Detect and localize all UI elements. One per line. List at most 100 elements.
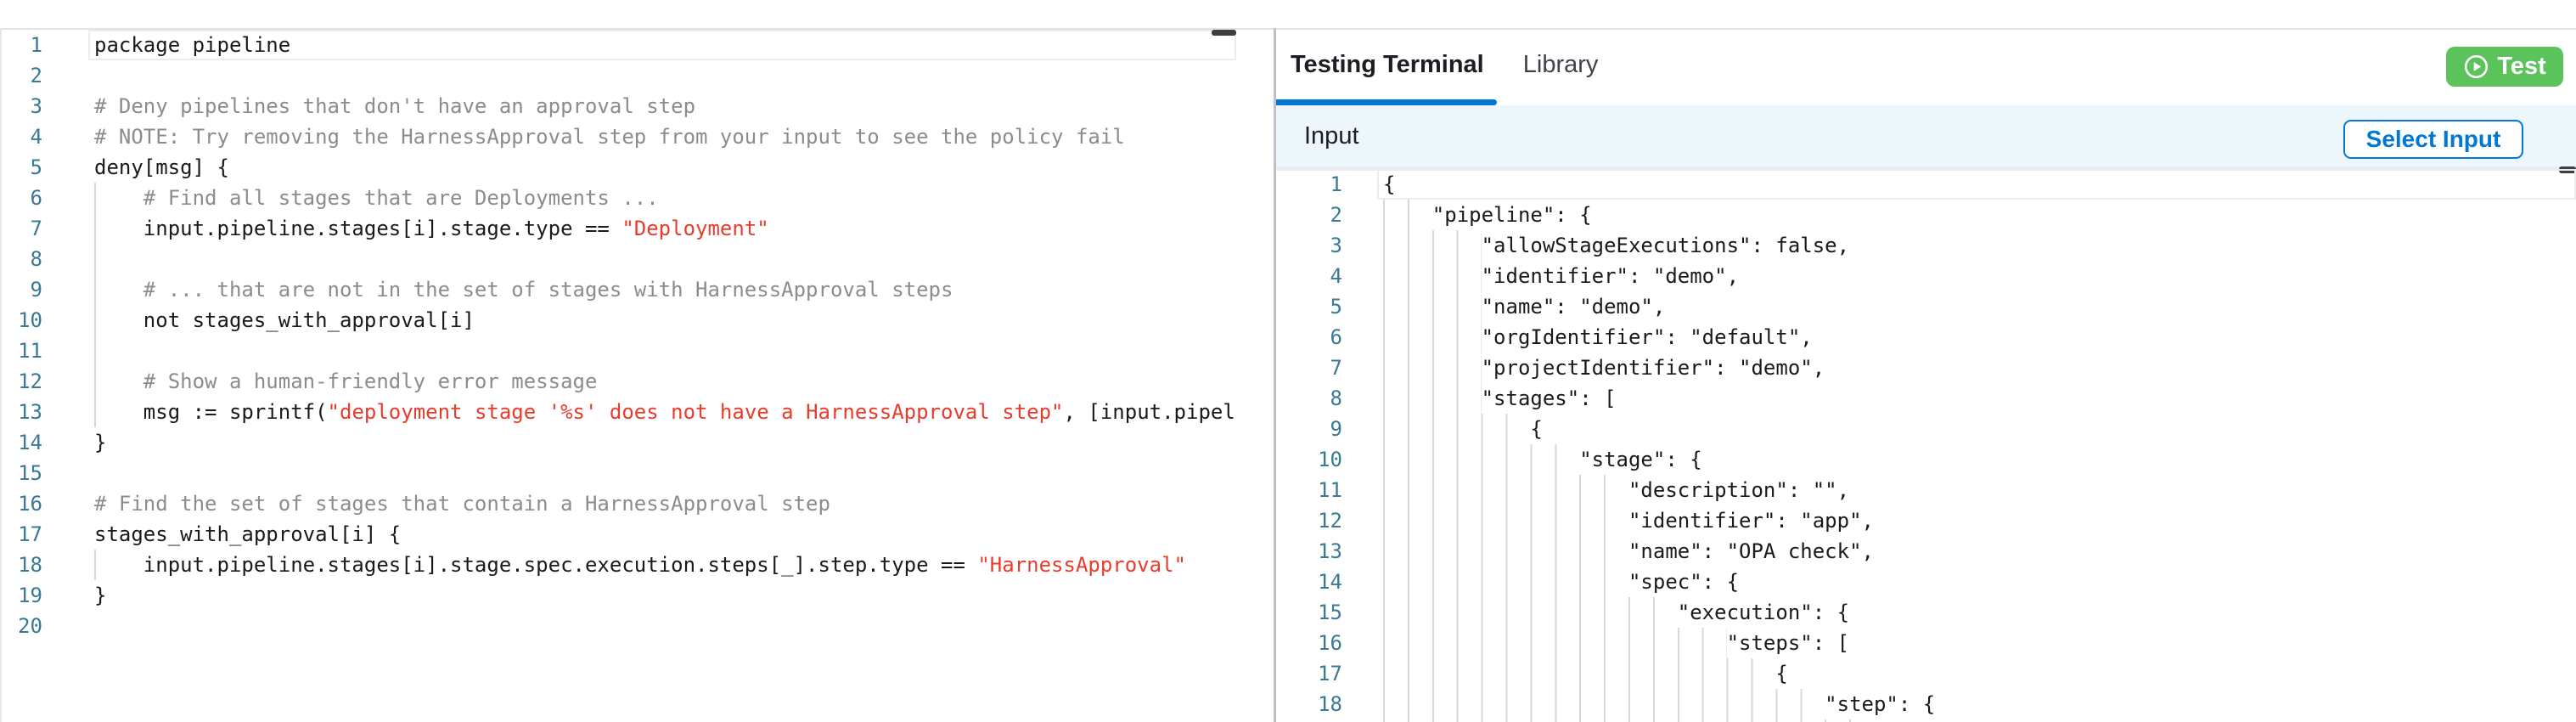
code-text: "stage": {: [1579, 448, 1702, 471]
code-line[interactable]: 4"identifier": "demo",: [1276, 261, 2576, 291]
tab-testing-terminal[interactable]: Testing Terminal: [1291, 50, 1484, 78]
code-line-content: "steps": [: [1383, 628, 2576, 658]
indent-guides: [1383, 230, 1482, 261]
code-line-content: [1383, 719, 2576, 722]
line-number: 10: [18, 308, 42, 332]
code-line[interactable]: 14}: [0, 427, 1236, 458]
indent-guides: [94, 397, 143, 427]
indent-guides: [94, 366, 143, 397]
code-line[interactable]: 7"projectIdentifier": "demo",: [1276, 353, 2576, 383]
code-text: "spec": {: [1628, 570, 1740, 594]
line-number: 20: [18, 614, 42, 638]
line-number: 9: [30, 278, 42, 302]
line-number: 3: [1330, 234, 1342, 257]
code-text: "step": {: [1825, 692, 1936, 716]
line-number: 6: [30, 186, 42, 210]
code-line[interactable]: 3# Deny pipelines that don't have an app…: [0, 91, 1236, 121]
line-number: 10: [1318, 448, 1342, 471]
code-line[interactable]: 19: [1276, 719, 2576, 722]
code-text: "execution": {: [1677, 601, 1850, 624]
code-line[interactable]: 6 # Find all stages that are Deployments …: [0, 183, 1236, 213]
indent-guides: [94, 550, 143, 580]
left-pane-collapse-handle[interactable]: [1212, 30, 1236, 36]
code-line[interactable]: 18"step": {: [1276, 689, 2576, 719]
code-line[interactable]: 3 "allowStageExecutions": false,: [1276, 230, 2576, 261]
panes-top-border: [0, 28, 2576, 30]
code-line[interactable]: 14"spec": {: [1276, 567, 2576, 597]
comment-text: # Show a human-friendly error message: [143, 369, 598, 393]
code-text: msg := sprintf(: [143, 400, 328, 424]
line-number: 13: [18, 400, 42, 424]
code-line[interactable]: 1{: [1276, 169, 2576, 200]
code-line[interactable]: 11: [0, 336, 1236, 366]
code-line-content: # Find all stages that are Deployments .…: [94, 183, 1236, 213]
code-text: package pipeline: [94, 33, 291, 57]
code-line-content: "name": "demo",: [1383, 291, 2576, 322]
code-text: {: [1383, 172, 1396, 196]
pane-divider[interactable]: [1274, 28, 1276, 722]
line-number: 8: [30, 247, 42, 271]
test-button[interactable]: Test: [2446, 47, 2563, 87]
code-line[interactable]: 10 "stage": {: [1276, 444, 2576, 475]
code-line-content: not stages_with_approval[i]: [94, 305, 1236, 336]
code-line[interactable]: 8: [0, 244, 1236, 274]
testing-tabbar: Testing Terminal Library: [1276, 30, 2576, 99]
indent-guides: [94, 183, 143, 213]
indent-guides: [1383, 505, 1628, 536]
indent-guides: [1383, 353, 1482, 383]
code-line-content: {: [1383, 658, 2576, 689]
code-line-content: {: [1377, 169, 2576, 200]
code-line-content: "spec": {: [1383, 567, 2576, 597]
code-text: , [input.pipeline.stages[i].stage.name]): [1063, 400, 1237, 424]
tab-library[interactable]: Library: [1522, 50, 1599, 78]
string-literal: "HarnessApproval": [977, 553, 1186, 577]
code-line[interactable]: 16# Find the set of stages that contain …: [0, 488, 1236, 519]
code-line[interactable]: 9# ... that are not in the set of stages…: [0, 274, 1236, 305]
code-text: "stages": [: [1481, 386, 1617, 410]
code-line-content: "identifier": "app",: [1383, 505, 2576, 536]
code-line[interactable]: 19}: [0, 580, 1236, 611]
code-text: "steps": [: [1726, 631, 1850, 655]
code-line[interactable]: 2: [0, 60, 1236, 91]
code-text: "identifier": "app",: [1628, 509, 1874, 533]
code-line[interactable]: 9{: [1276, 414, 2576, 444]
code-line-content: # NOTE: Try removing the HarnessApproval…: [94, 121, 1236, 152]
code-line[interactable]: 15"execution": {: [1276, 597, 2576, 628]
code-line[interactable]: 10 not stages_with_approval[i]: [0, 305, 1236, 336]
code-line[interactable]: 5"name": "demo",: [1276, 291, 2576, 322]
input-json-editor[interactable]: 1{2"pipeline": { 3 "allowStageExecutions":…: [1276, 169, 2576, 722]
code-line[interactable]: 11"description": "",: [1276, 475, 2576, 505]
code-line[interactable]: 2"pipeline": {: [1276, 200, 2576, 230]
code-line[interactable]: 16"steps": [: [1276, 628, 2576, 658]
code-line[interactable]: 15: [0, 458, 1236, 488]
code-text: }: [94, 584, 107, 607]
code-line[interactable]: 8"stages": [: [1276, 383, 2576, 414]
code-line-content: "stage": {: [1383, 444, 2576, 475]
code-line[interactable]: 13"name": "OPA check",: [1276, 536, 2576, 567]
indent-guides: [94, 305, 143, 336]
code-line[interactable]: 6"orgIdentifier": "default",: [1276, 322, 2576, 353]
code-line[interactable]: 12"identifier": "app",: [1276, 505, 2576, 536]
code-line[interactable]: 20: [0, 611, 1236, 641]
code-line-content: input.pipeline.stages[i].stage.type == "…: [94, 213, 1236, 244]
line-number: 12: [18, 369, 42, 393]
indent-guides: [1383, 597, 1678, 628]
code-line-content: "allowStageExecutions": false,: [1383, 230, 2576, 261]
select-input-button[interactable]: Select Input: [2343, 120, 2523, 159]
code-line[interactable]: 4# NOTE: Try removing the HarnessApprova…: [0, 121, 1236, 152]
indent-guides: [1383, 261, 1482, 291]
code-line[interactable]: 12 # Show a human-friendly error message: [0, 366, 1236, 397]
line-number: 17: [1318, 662, 1342, 685]
indent-guides: [1383, 200, 1432, 230]
code-line-content: [94, 244, 1236, 274]
code-line[interactable]: 17 {: [1276, 658, 2576, 689]
line-number: 3: [30, 94, 42, 118]
